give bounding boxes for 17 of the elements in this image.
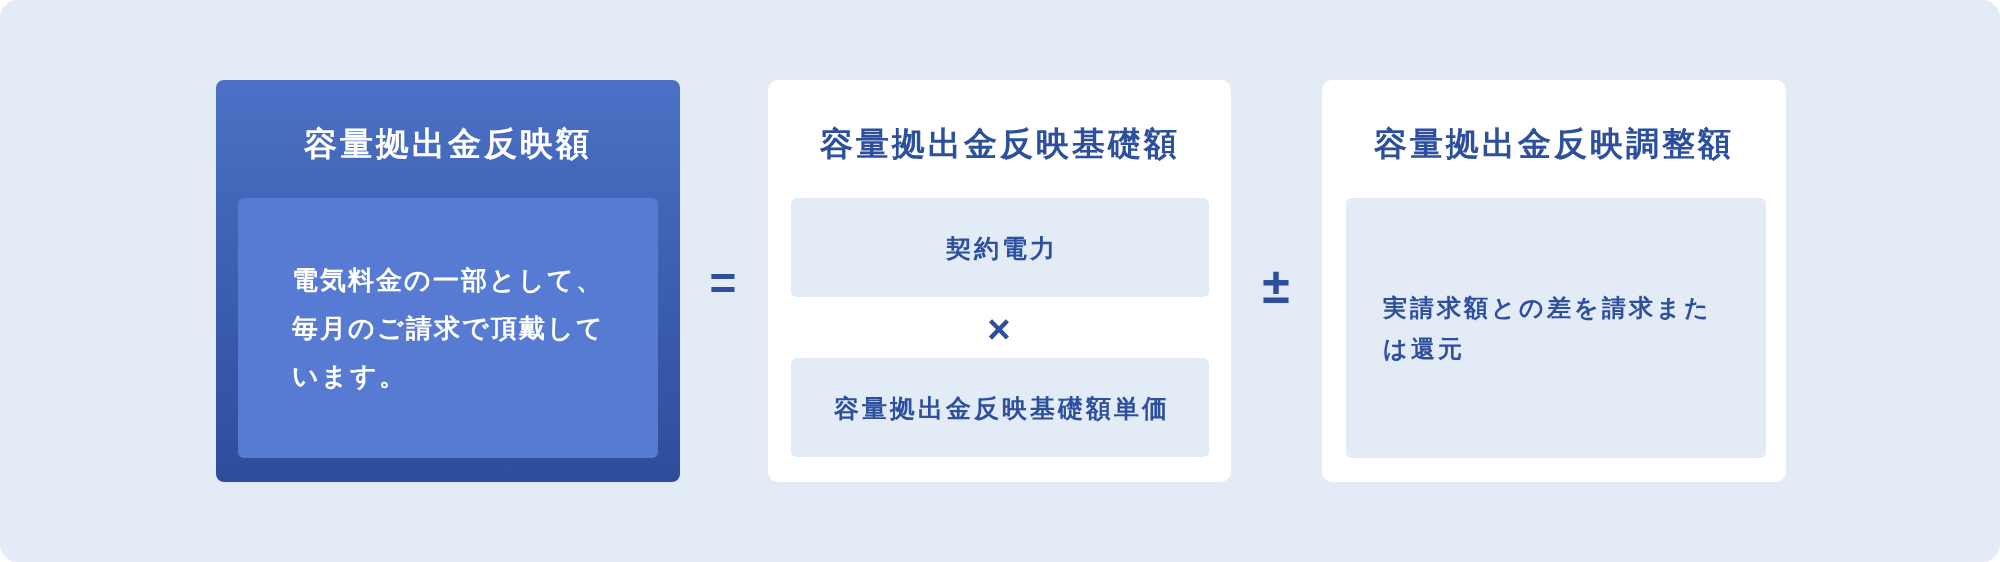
term-label: 容量拠出金反映基礎額単価	[832, 392, 1170, 424]
card-title: 容量拠出金反映額	[304, 124, 592, 164]
panel-text: 電気料金の一部として、毎月のご請求で頂戴しています。	[292, 264, 606, 393]
card-title: 容量拠出金反映調整額	[1374, 124, 1734, 164]
term-label: 契約電力	[944, 232, 1058, 264]
info-card	[768, 80, 1231, 482]
highlight-card	[216, 80, 680, 482]
term-panel	[1346, 198, 1766, 458]
equals-sign: =	[709, 266, 737, 300]
info-card	[1322, 80, 1786, 482]
term-panel	[791, 358, 1209, 457]
card-title: 容量拠出金反映基礎額	[819, 124, 1180, 164]
multiplication-sign: ×	[987, 315, 1011, 343]
panel-text: 実請求額との差を請求または還元	[1383, 293, 1713, 364]
text-panel	[238, 198, 658, 458]
plus-minus-sign: ±	[1262, 268, 1290, 304]
term-panel	[791, 198, 1209, 297]
